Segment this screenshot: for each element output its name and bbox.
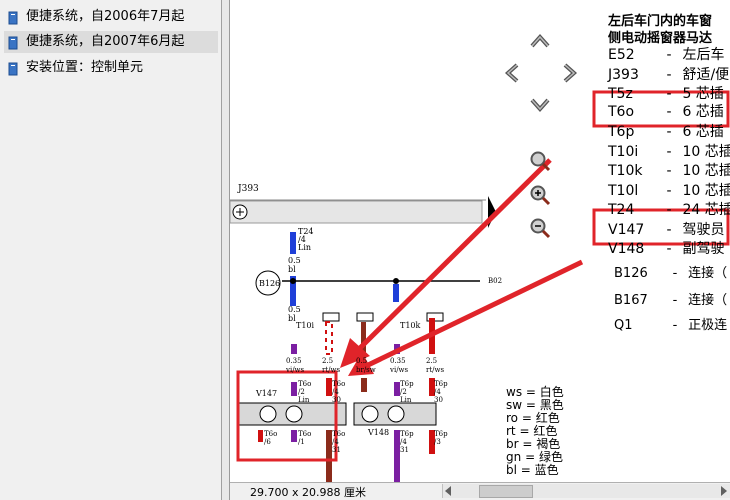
legend-row: bl = 蓝色 — [506, 463, 559, 477]
zoom-out-icon[interactable] — [529, 217, 551, 239]
b126-label: B126 — [259, 279, 281, 288]
v147-label: V147 — [256, 389, 278, 398]
legend-row: rt = 红色 — [506, 424, 558, 438]
zoom-reset-icon[interactable] — [529, 150, 551, 172]
code-row: Q1- 正极连 — [614, 318, 728, 333]
code-row: T10i- 10 芯插 — [608, 144, 730, 160]
tree-item-label: 便捷系统，自2007年6月起 — [26, 34, 185, 49]
tree-item-label: 安装位置：控制单元 — [26, 60, 144, 75]
tree-item-label: 便捷系统，自2006年7月起 — [26, 9, 185, 24]
legend-row: br = 褐色 — [506, 437, 561, 451]
document-tree-panel: 便捷系统，自2006年7月起 便捷系统，自2007年6月起 安装位置：控制单元 — [0, 0, 222, 500]
legend-row: ws = 白色 — [506, 385, 564, 399]
pan-left-icon[interactable] — [502, 62, 524, 84]
diagram-title-2: 侧电动摇窗器马达 — [608, 31, 713, 46]
document-icon — [8, 11, 18, 24]
zoom-in-icon[interactable] — [529, 184, 551, 206]
wiring-diagram — [230, 90, 730, 482]
t10k-label: T10k — [400, 321, 421, 330]
t6o-pin6: T6o/6 — [264, 430, 278, 446]
scroll-left-icon[interactable] — [445, 486, 451, 496]
t6p-pin3: T6p/3 — [434, 430, 448, 446]
code-row: T6p- 6 芯插 — [608, 124, 724, 140]
code-row: B126- 连接（ — [614, 266, 728, 281]
code-row: J393- 舒适/便 — [608, 67, 730, 83]
scroll-thumb[interactable] — [479, 485, 533, 498]
legend-row: ro = 红色 — [506, 411, 560, 425]
legend-row: gn = 绿色 — [506, 450, 563, 464]
diagram-title-1: 左后车门内的车窗 — [608, 14, 713, 29]
code-row: T10l- 10 芯插 — [608, 183, 730, 199]
pan-up-icon[interactable] — [529, 31, 551, 53]
code-row: T10k- 10 芯插 — [608, 163, 730, 179]
code-row: V147- 驾驶员 — [608, 222, 725, 238]
page-size-label: 29.700 x 20.988 厘米 — [250, 486, 366, 499]
document-icon — [8, 62, 18, 75]
document-icon — [8, 36, 18, 49]
horizontal-scrollbar[interactable] — [442, 484, 730, 498]
splitter[interactable] — [222, 0, 230, 500]
legend-row: sw = 黑色 — [506, 398, 564, 412]
code-row: B167- 连接（ — [614, 293, 728, 308]
code-row: V148- 副驾驶 — [608, 241, 725, 257]
code-row: T6o- 6 芯插 — [608, 104, 724, 120]
pan-right-icon[interactable] — [558, 62, 580, 84]
t6o-pin1: T6o/1 — [298, 430, 312, 446]
tree-item-2006[interactable]: 便捷系统，自2006年7月起 — [8, 6, 184, 28]
scroll-right-icon[interactable] — [721, 486, 727, 496]
code-row: T24- 24 芯插 — [608, 202, 730, 218]
tree-item-2007[interactable]: 便捷系统，自2007年6月起 — [4, 31, 218, 53]
code-row: E52- 左后车 — [608, 47, 725, 63]
v148-label: V148 — [368, 428, 390, 437]
tree-item-install-location[interactable]: 安装位置：控制单元 — [8, 57, 143, 79]
code-row: T5z- 5 芯插 — [608, 86, 724, 102]
t10i-label: T10i — [296, 321, 315, 330]
pan-down-icon[interactable] — [529, 93, 551, 115]
b02-label: B02 — [488, 277, 503, 285]
j393-label: J393 — [238, 184, 259, 194]
